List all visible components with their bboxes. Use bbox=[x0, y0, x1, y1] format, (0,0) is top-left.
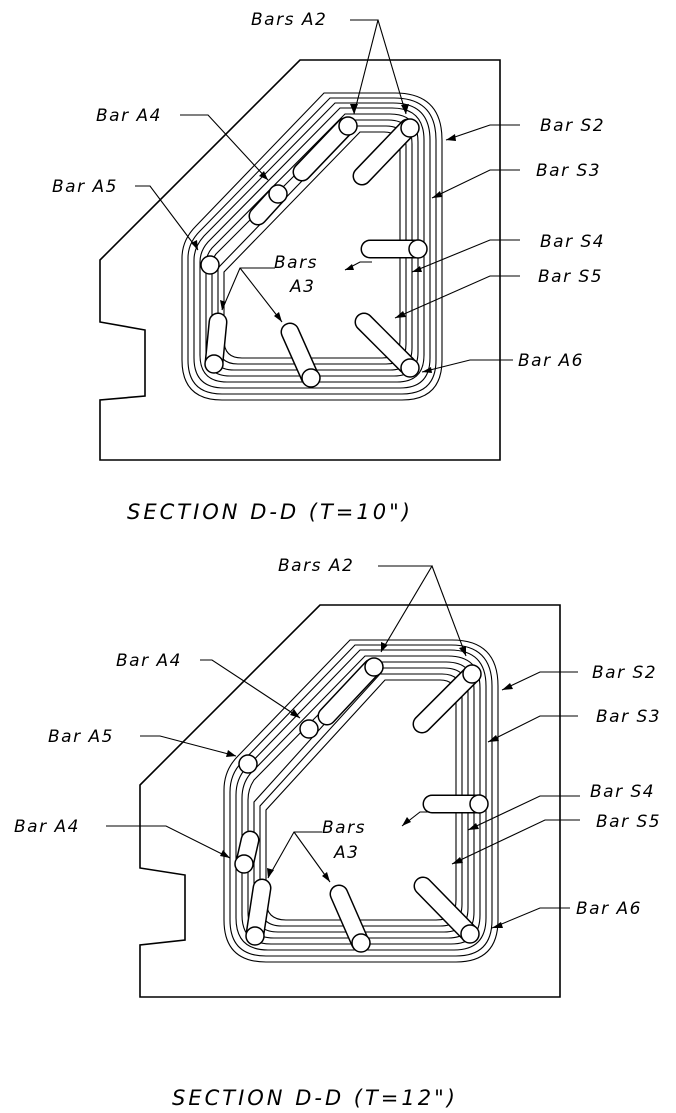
bar-a5 bbox=[238, 754, 258, 774]
label-bar-s3: Bar S3 bbox=[536, 161, 601, 181]
label-bars-a3-line2: A3 bbox=[333, 843, 359, 863]
label-bar-a5: Bar A5 bbox=[52, 177, 118, 197]
leader-lines bbox=[106, 565, 580, 929]
bar-s4 bbox=[408, 239, 428, 259]
bar-a3-mid bbox=[351, 933, 371, 953]
bar-a5 bbox=[200, 255, 220, 275]
bar-a3-mid bbox=[301, 368, 321, 388]
label-bar-s5: Bar S5 bbox=[538, 267, 603, 287]
label-bar-s4: Bar S4 bbox=[540, 232, 605, 252]
section-title-t12: SECTION D-D (T=12") bbox=[172, 1086, 458, 1110]
label-bar-s3: Bar S3 bbox=[596, 707, 661, 727]
bar-a3-left bbox=[245, 926, 265, 946]
label-bars-a2: Bars A2 bbox=[278, 556, 354, 576]
label-bar-a6: Bar A6 bbox=[518, 351, 584, 371]
label-bar-a6: Bar A6 bbox=[576, 899, 642, 919]
section-d-d-t12: Bars A2 Bar A4 Bar A5 Bar A4 Bars A3 Bar… bbox=[14, 556, 661, 1110]
bar-a4 bbox=[268, 184, 288, 204]
label-bar-s2: Bar S2 bbox=[592, 663, 657, 683]
bar-a3-left bbox=[204, 354, 224, 374]
label-bar-a4-lower: Bar A4 bbox=[14, 817, 80, 837]
concrete-outline bbox=[99, 59, 501, 461]
bar-a2-left bbox=[364, 657, 384, 677]
bar-a4-lower bbox=[234, 854, 254, 874]
label-bar-a5: Bar A5 bbox=[48, 727, 114, 747]
bar-a6 bbox=[400, 358, 420, 378]
label-bars-a3-line1: Bars bbox=[322, 818, 366, 838]
label-bar-s2: Bar S2 bbox=[540, 116, 605, 136]
rebars bbox=[200, 116, 428, 388]
bar-a4 bbox=[299, 719, 319, 739]
bar-s4 bbox=[469, 794, 489, 814]
label-bar-s4: Bar S4 bbox=[590, 782, 655, 802]
label-bars-a3-line2: A3 bbox=[289, 277, 315, 297]
bar-a6 bbox=[460, 924, 480, 944]
rebars bbox=[234, 657, 489, 953]
leader-lines bbox=[135, 19, 520, 373]
section-title-t10: SECTION D-D (T=10") bbox=[127, 500, 413, 524]
label-bar-s5: Bar S5 bbox=[596, 812, 661, 832]
label-bars-a2: Bars A2 bbox=[251, 10, 327, 30]
label-bar-a4: Bar A4 bbox=[96, 106, 162, 126]
label-bar-a4: Bar A4 bbox=[116, 651, 182, 671]
bar-a2-right bbox=[400, 118, 420, 138]
label-bars-a3-line1: Bars bbox=[274, 253, 318, 273]
bar-a2-right bbox=[462, 664, 482, 684]
bar-a2-left bbox=[338, 116, 358, 136]
section-d-d-t10: Bars A2 Bar A4 Bar A5 Bars A3 Bar S2 Bar… bbox=[52, 10, 605, 524]
